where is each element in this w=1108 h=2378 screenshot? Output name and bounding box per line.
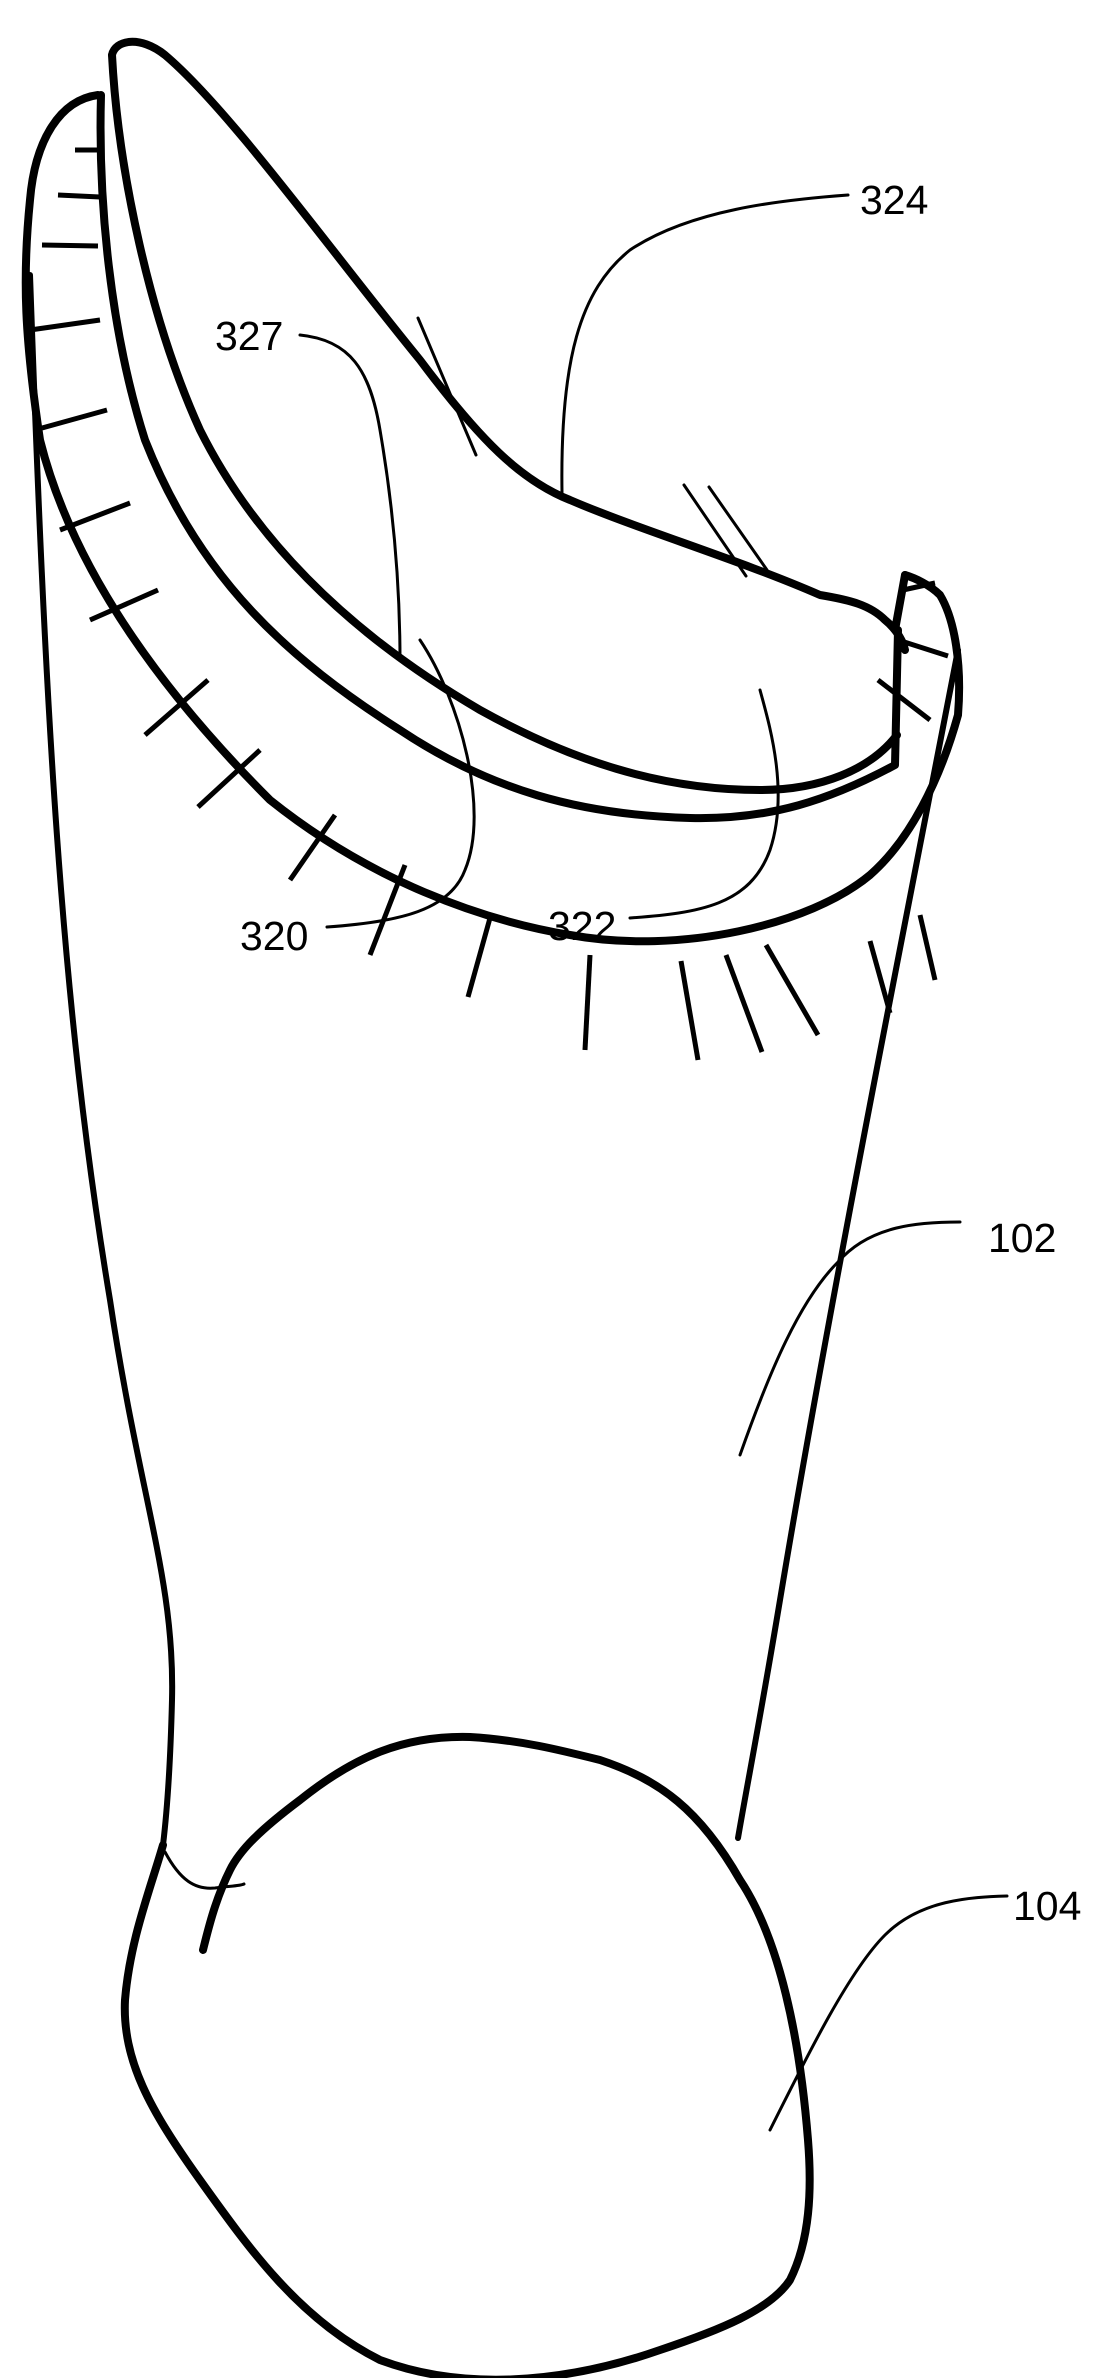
rim-front-end xyxy=(876,571,949,722)
foot-portion xyxy=(120,1732,814,2378)
label-324: 324 xyxy=(860,177,928,223)
leg-shell xyxy=(27,272,961,1848)
label-322: 322 xyxy=(548,903,616,949)
label-104: 104 xyxy=(1013,1883,1081,1929)
label-320: 320 xyxy=(240,913,308,959)
label-327: 327 xyxy=(215,313,283,359)
padded-rim xyxy=(21,91,964,1061)
reference-labels: 324 327 320 322 102 104 xyxy=(215,177,1081,1929)
leader-lines xyxy=(298,193,1009,2132)
insole xyxy=(108,37,909,794)
label-102: 102 xyxy=(988,1215,1056,1261)
